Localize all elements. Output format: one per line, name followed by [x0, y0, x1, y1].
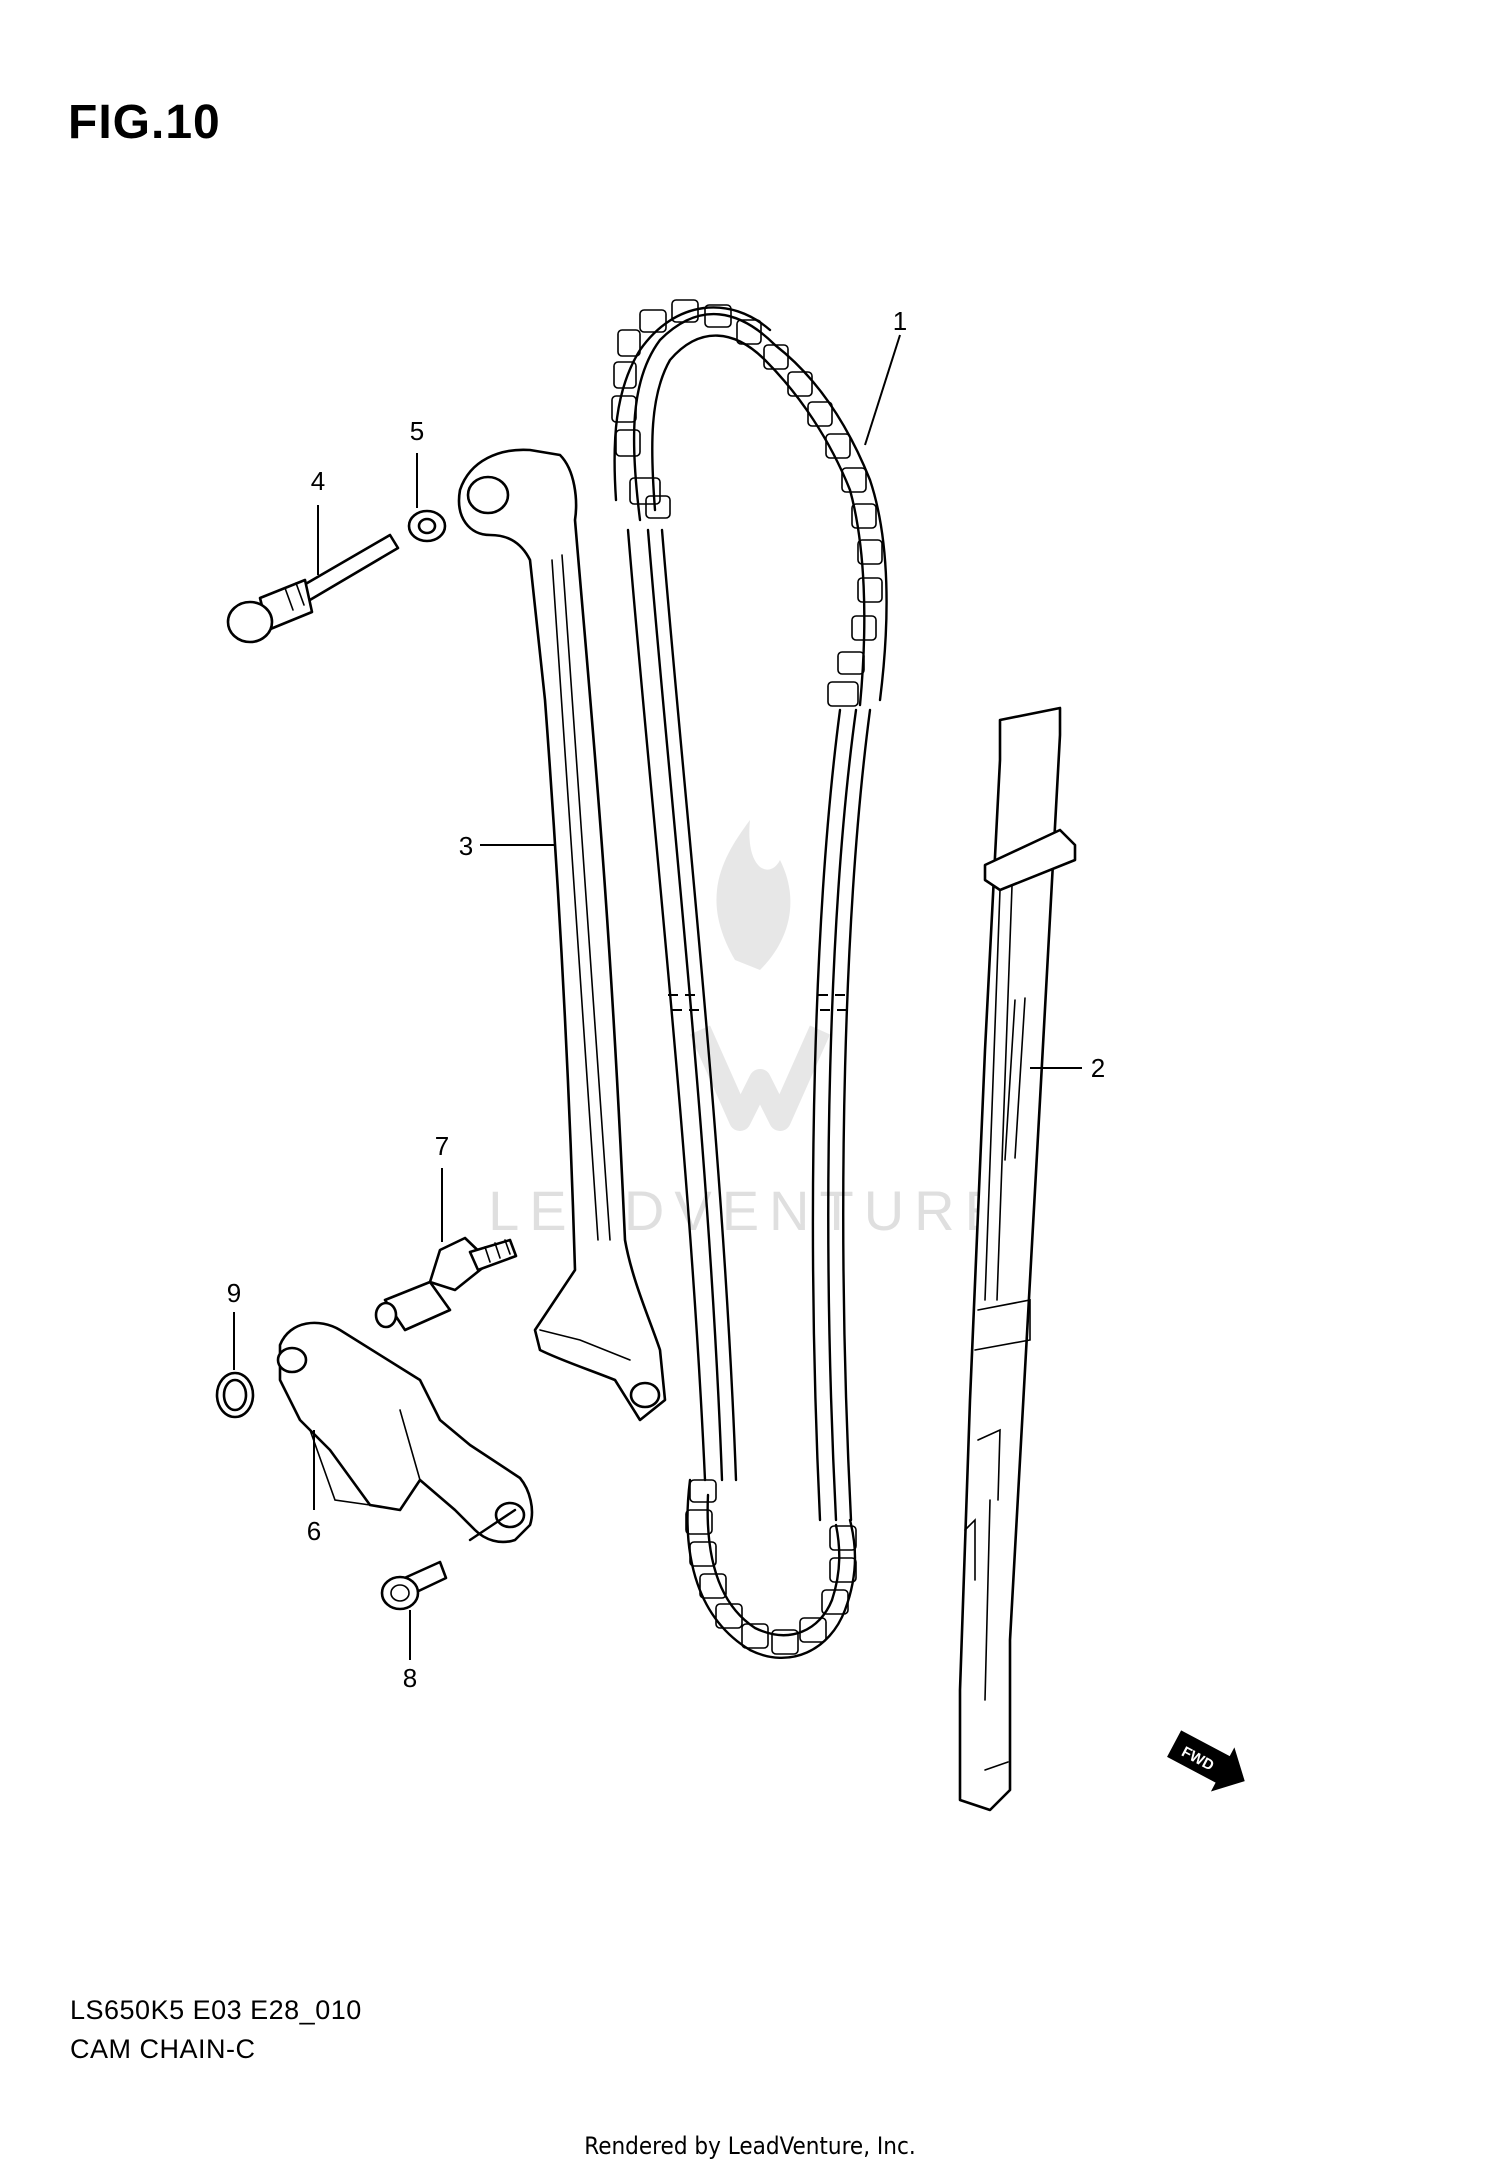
tensioner-pin[interactable] [374, 1236, 518, 1332]
callout-number: 2 [1091, 1053, 1105, 1083]
tensioner-bolt[interactable] [380, 1560, 448, 1611]
chain-guide-front[interactable] [958, 706, 1077, 1812]
tensioner-guide[interactable] [457, 448, 667, 1422]
chain-break-marks [668, 994, 847, 1011]
callout-6[interactable]: 6 [307, 1430, 321, 1546]
figure-title: FIG.10 [68, 96, 221, 149]
callout-number: 1 [893, 306, 907, 336]
callout-8[interactable]: 8 [403, 1610, 417, 1693]
callout-4[interactable]: 4 [311, 466, 325, 575]
callout-5[interactable]: 5 [410, 416, 424, 508]
callout-9[interactable]: 9 [227, 1278, 241, 1370]
callout-number: 8 [403, 1663, 417, 1693]
callout-3[interactable]: 3 [459, 831, 555, 861]
chain-tensioner[interactable] [276, 1321, 534, 1544]
watermark-text: LEADVENTURE [488, 1179, 1012, 1242]
cam-chain[interactable] [611, 299, 888, 1660]
callout-number: 5 [410, 416, 424, 446]
fwd-arrow-icon: FWD [1167, 1730, 1245, 1792]
footer-credit: Rendered by LeadVenture, Inc. [584, 2132, 916, 2160]
callout-2[interactable]: 2 [1030, 1053, 1105, 1083]
figure-code: LS650K5 E03 E28_010 [70, 1995, 362, 2025]
chain-links-bottom [685, 1479, 857, 1655]
callout-1[interactable]: 1 [864, 306, 907, 446]
callout-7[interactable]: 7 [435, 1131, 449, 1242]
washer[interactable] [407, 509, 447, 543]
callout-number: 3 [459, 831, 473, 861]
chain-links-top [611, 299, 883, 707]
callout-number: 6 [307, 1516, 321, 1546]
guide-bolt[interactable] [226, 533, 400, 644]
callout-number: 4 [311, 466, 325, 496]
callout-number: 9 [227, 1278, 241, 1308]
snap-ring[interactable] [215, 1371, 255, 1419]
figure-name: CAM CHAIN-C [70, 2034, 256, 2064]
callout-number: 7 [435, 1131, 449, 1161]
